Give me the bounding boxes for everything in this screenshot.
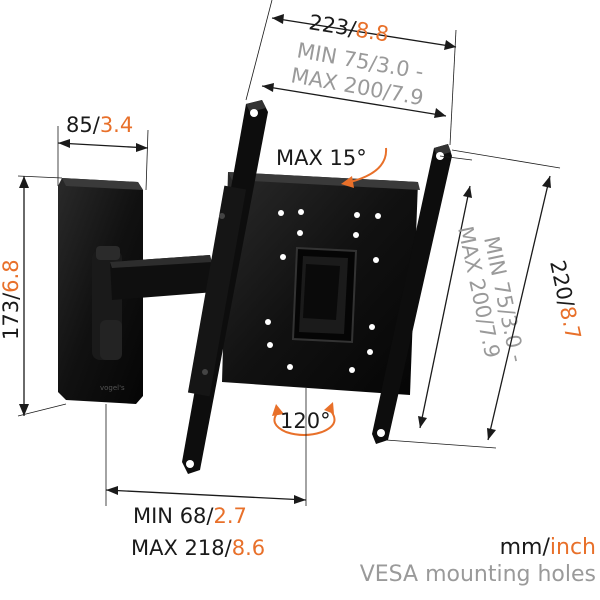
units-legend-sep: / bbox=[542, 535, 550, 560]
depth-min-inch: 2.7 bbox=[214, 504, 247, 528]
depth-max-sep: / bbox=[225, 536, 233, 560]
tilt-plate bbox=[222, 172, 420, 395]
wall-plate-height-inch: 6.8 bbox=[0, 259, 23, 292]
swivel-label: 120° bbox=[280, 409, 331, 433]
depth-min-sep: / bbox=[206, 504, 214, 528]
dimension-wall-plate-height: 173/6.8 bbox=[0, 175, 67, 417]
vesa-holes-legend: VESA mounting holes bbox=[359, 562, 596, 587]
wall-plate-width-mm: 85 bbox=[66, 113, 93, 137]
tilt-label: MAX 15° bbox=[276, 146, 367, 170]
dimension-wall-plate-width: 85/3.4 bbox=[57, 113, 149, 191]
swivel-annotation: 120° bbox=[272, 402, 336, 436]
left-mounting-rail bbox=[182, 100, 268, 474]
depth-max-inch: 8.6 bbox=[232, 536, 265, 560]
wall-plate-width-label: 85/3.4 bbox=[66, 113, 133, 137]
tv-wall-mount-product: vogel's bbox=[58, 100, 452, 474]
units-legend: mm/inch bbox=[500, 535, 596, 560]
wall-plate-width-sep: / bbox=[93, 113, 101, 137]
brand-logo: vogel's bbox=[100, 384, 125, 392]
top-width-mm: 223 bbox=[307, 10, 350, 40]
wall-plate-height-mm: 173 bbox=[0, 300, 23, 340]
swivel-arm bbox=[92, 246, 215, 360]
top-width-inch: 8.8 bbox=[354, 18, 391, 47]
total-height-inch: 8.7 bbox=[555, 304, 585, 342]
dimension-depth: MIN 68/2.7 MAX 218/8.6 bbox=[105, 388, 307, 560]
depth-max-text: MAX 218 bbox=[131, 536, 225, 560]
units-legend-inch: inch bbox=[549, 535, 596, 560]
wall-plate-height-label: 173/6.8 bbox=[0, 259, 23, 340]
units-legend-mm: mm bbox=[499, 535, 543, 560]
wall-plate-width-inch: 3.4 bbox=[100, 113, 133, 137]
top-width-sep: / bbox=[347, 17, 359, 42]
total-height-label: 220/8.7 bbox=[545, 258, 585, 342]
wall-plate-height-sep: / bbox=[0, 292, 23, 300]
right-mounting-rail bbox=[372, 144, 452, 444]
depth-max-label: MAX 218/8.6 bbox=[131, 536, 265, 560]
depth-min-label: MIN 68/2.7 bbox=[133, 504, 247, 528]
dimension-vesa-width: MIN 75/3.0 - MAX 200/7.9 bbox=[261, 38, 447, 118]
tilt-annotation: MAX 15° bbox=[276, 146, 388, 188]
total-height-mm: 220 bbox=[545, 258, 577, 302]
depth-min-text: MIN 68 bbox=[133, 504, 206, 528]
